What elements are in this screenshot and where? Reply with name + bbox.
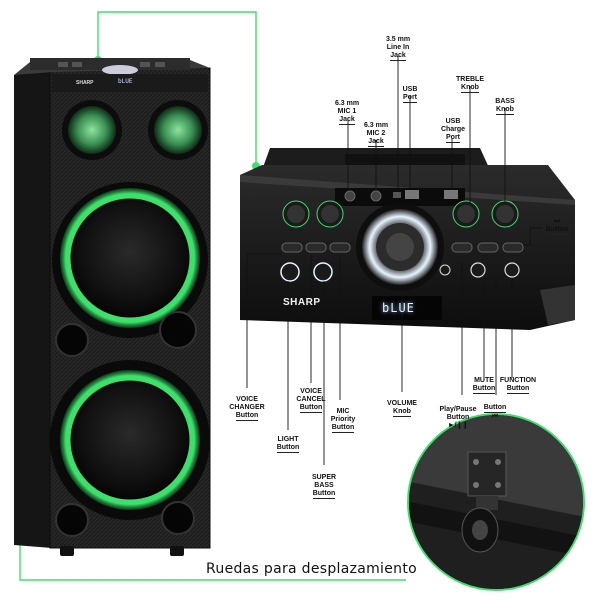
tower-brand-label: SHARP <box>76 80 94 86</box>
label-skip-prev-button: Button⏮ <box>483 404 507 420</box>
panel-display-text: bLUE <box>382 301 415 315</box>
callout-lines <box>246 56 543 465</box>
speaker-tower-icon <box>14 58 211 556</box>
wheels-caption: Ruedas para desplazamiento <box>206 561 417 577</box>
tower-display-text: bLUE <box>118 78 133 85</box>
wheel-closeup-icon <box>407 413 585 591</box>
panel-brand-logo: SHARP <box>283 297 321 308</box>
label-skip-next-button: ⏭Button <box>545 218 569 235</box>
